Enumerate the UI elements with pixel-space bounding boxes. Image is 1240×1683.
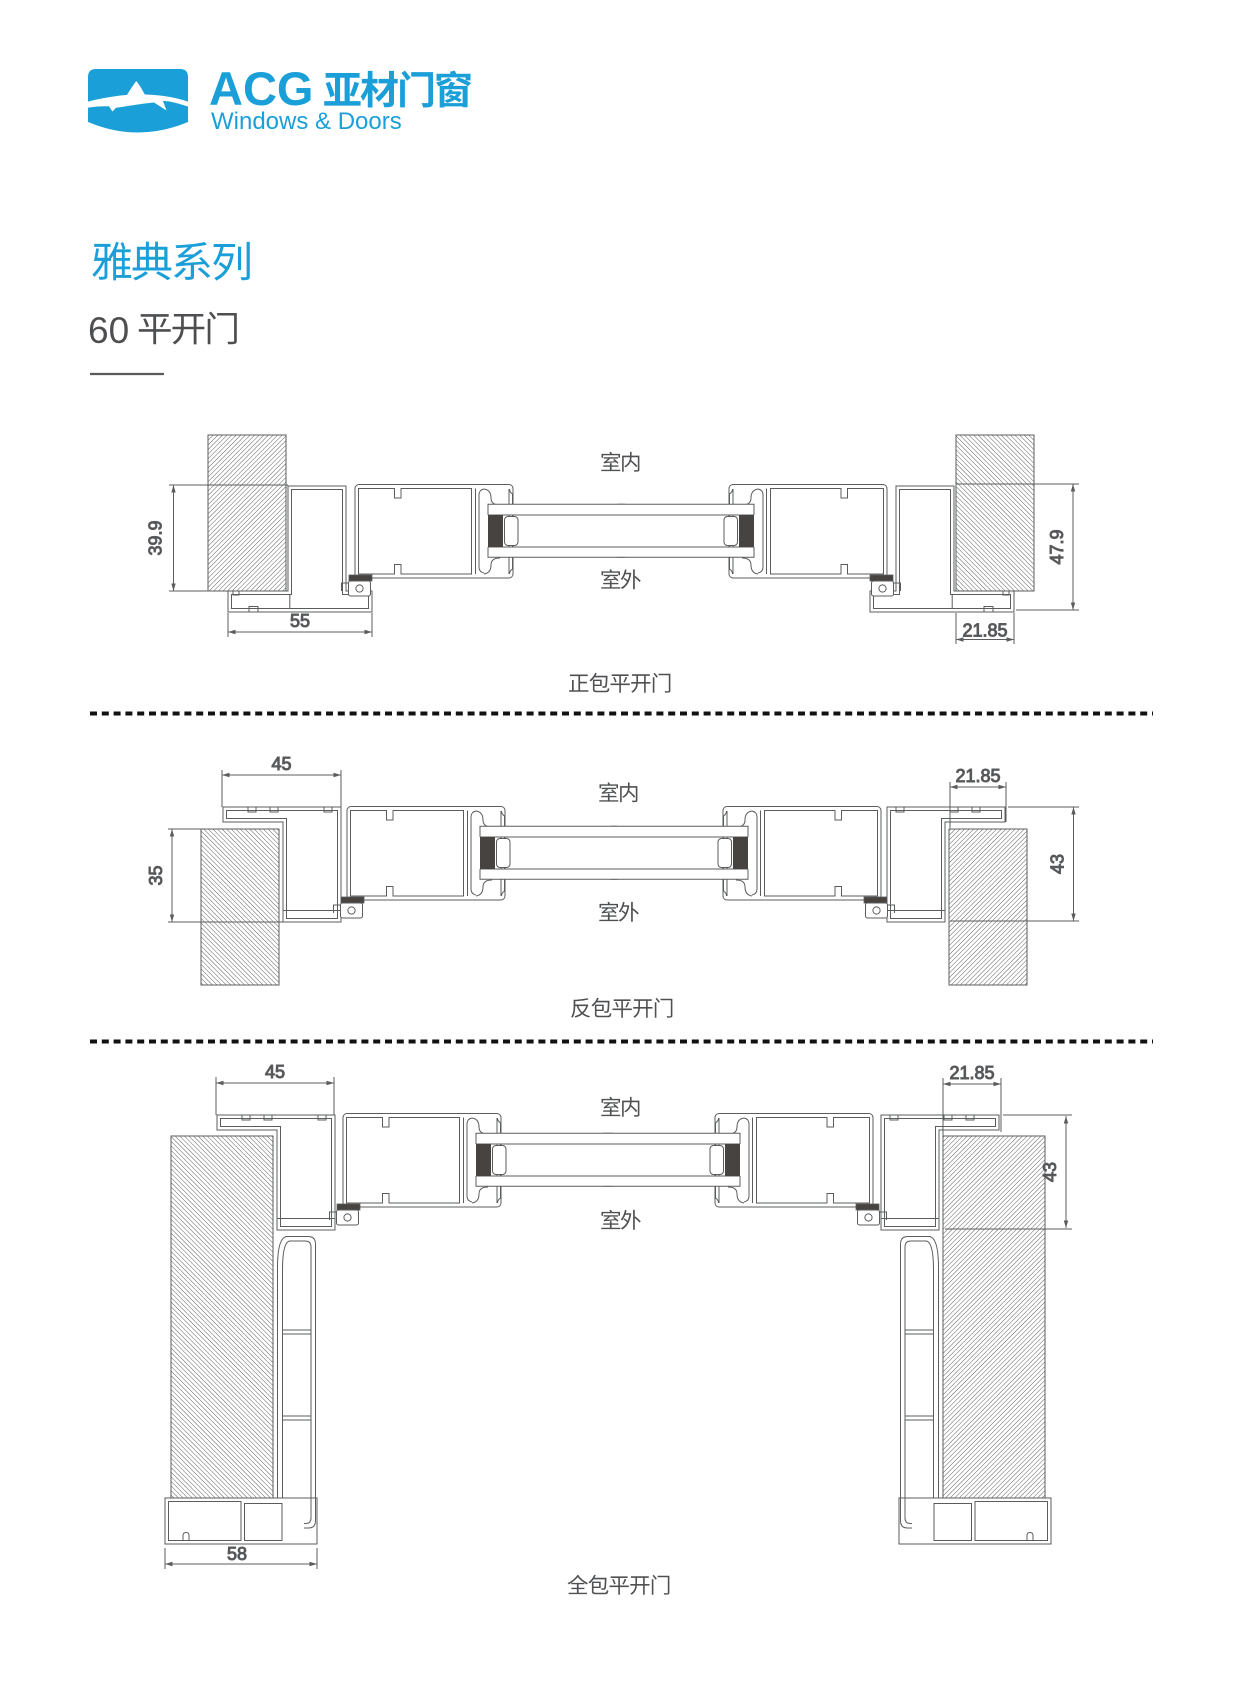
svg-text:Windows & Doors: Windows & Doors bbox=[211, 108, 402, 135]
svg-text:58: 58 bbox=[227, 1544, 247, 1564]
svg-text:21.85: 21.85 bbox=[955, 766, 1000, 786]
svg-text:ACG: ACG bbox=[209, 62, 313, 115]
svg-text:55: 55 bbox=[290, 611, 310, 631]
svg-text:60: 60 bbox=[88, 310, 129, 351]
svg-text:35: 35 bbox=[146, 865, 166, 885]
svg-text:47.9: 47.9 bbox=[1047, 529, 1067, 564]
svg-text:45: 45 bbox=[271, 754, 291, 774]
svg-text:21.85: 21.85 bbox=[962, 621, 1007, 641]
svg-text:43: 43 bbox=[1040, 1162, 1060, 1182]
svg-text:43: 43 bbox=[1048, 854, 1068, 874]
svg-text:45: 45 bbox=[265, 1062, 285, 1082]
svg-text:39.9: 39.9 bbox=[146, 520, 166, 555]
svg-text:21.85: 21.85 bbox=[949, 1063, 994, 1083]
